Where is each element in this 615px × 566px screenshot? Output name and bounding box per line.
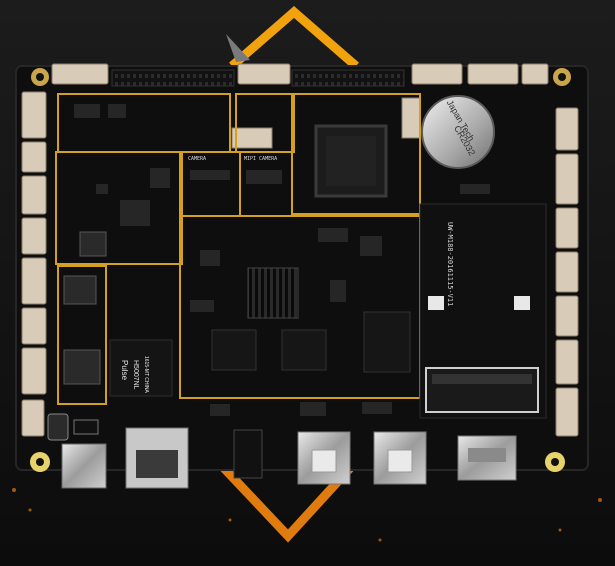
left-connectors bbox=[21, 91, 47, 437]
right-connectors bbox=[555, 107, 579, 437]
memory-chips bbox=[211, 311, 411, 373]
capacitor bbox=[47, 413, 69, 441]
inner-connector-center bbox=[231, 127, 273, 149]
heatsink bbox=[247, 267, 299, 319]
inner-connector-right bbox=[401, 97, 421, 139]
ethernet-magnetics bbox=[109, 339, 173, 397]
top-connectors bbox=[51, 63, 549, 85]
magnetics-origin-text: 1615-MT CHINA bbox=[143, 356, 149, 394]
camera-label-2: MIPI CAMERA bbox=[244, 156, 277, 162]
inductor-2 bbox=[63, 349, 101, 385]
audio-jack bbox=[233, 429, 263, 479]
camera-label-1: CAMERA bbox=[188, 156, 206, 162]
accent-diamond-frame bbox=[218, 6, 359, 543]
hdmi-port-opening bbox=[468, 448, 506, 462]
smd-components bbox=[74, 104, 490, 416]
soc-chip-die bbox=[326, 136, 376, 186]
gpio-header-left bbox=[111, 69, 235, 87]
usb-port-2 bbox=[373, 431, 427, 485]
mpcie-label: UW-M188-20161115-V11 bbox=[446, 222, 454, 306]
ethernet-port-opening bbox=[136, 450, 178, 478]
mpcie-standoff-left bbox=[428, 296, 444, 310]
ember-particles bbox=[12, 488, 602, 542]
inductor-1 bbox=[63, 275, 97, 305]
usb-port-1 bbox=[297, 431, 351, 485]
power-switch bbox=[73, 419, 99, 435]
magnetics-part-text: H5007NL bbox=[132, 360, 139, 390]
coin-cell-battery bbox=[421, 95, 495, 169]
dc-jack bbox=[61, 443, 107, 489]
inductor-3 bbox=[79, 231, 107, 257]
mpcie-slot-pins bbox=[432, 374, 532, 384]
mpcie-standoff-right bbox=[514, 296, 530, 310]
mounting-holes bbox=[30, 68, 571, 472]
magnetics-brand-text: Pulse bbox=[120, 360, 129, 381]
gpio-header-right bbox=[291, 69, 405, 87]
